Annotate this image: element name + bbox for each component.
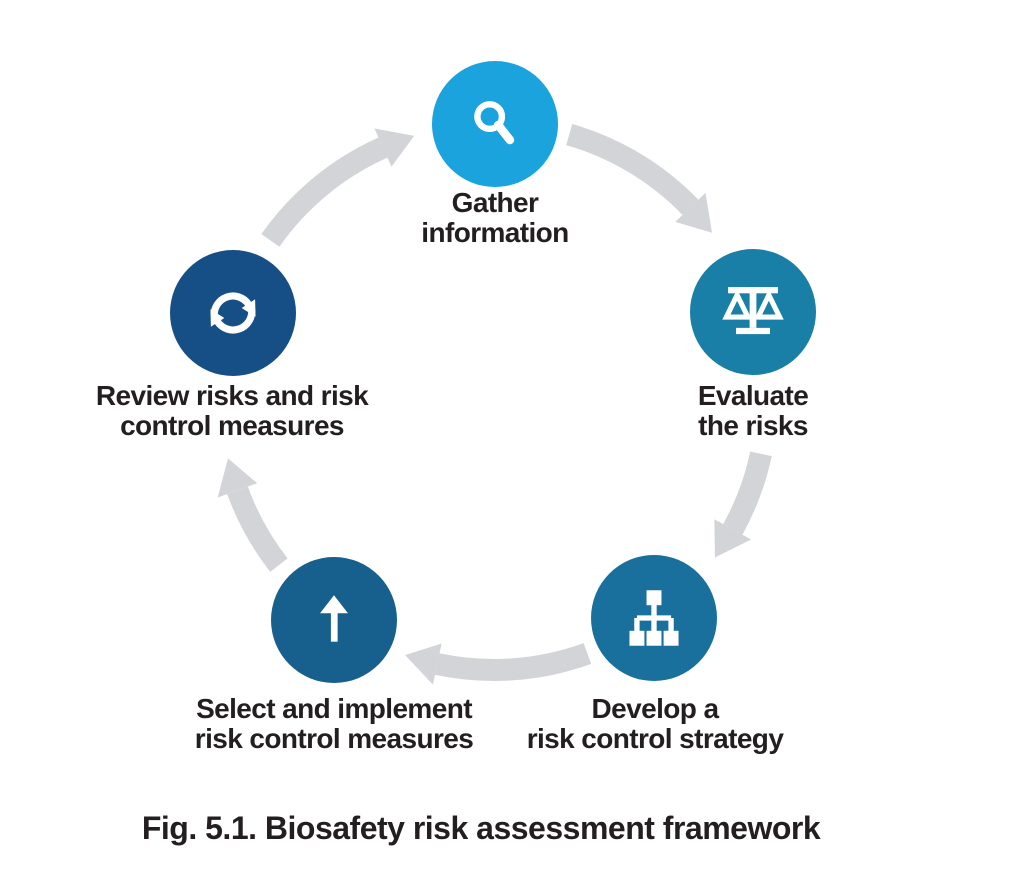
node-evaluate-the-risks	[690, 249, 816, 375]
flow-arrow-select-to-review	[217, 458, 288, 572]
label-gather-information: Gather information	[421, 187, 569, 249]
sitemap-icon	[629, 590, 679, 646]
node-develop-risk-control-strategy	[591, 555, 717, 681]
label-select-implement-measures: Select and implement risk control measur…	[194, 693, 474, 755]
flow-arrow-review-to-gather	[261, 128, 415, 247]
label-develop-risk-control-strategy: Develop a risk control strategy	[526, 693, 784, 755]
flow-arrow-develop-to-select	[405, 643, 592, 685]
figure-caption: Fig. 5.1. Biosafety risk assessment fram…	[141, 810, 821, 846]
scale-icon	[722, 287, 784, 335]
node-select-implement-measures	[271, 557, 397, 683]
node-review-risks-and-measures	[170, 250, 296, 376]
magnifier-icon	[474, 101, 515, 145]
label-evaluate-the-risks: Evaluate the risks	[697, 380, 809, 442]
refresh-icon	[210, 292, 256, 334]
label-review-risks-and-measures: Review risks and risk control measures	[95, 380, 369, 442]
flow-arrow-evaluate-to-develop	[714, 451, 772, 558]
flow-arrow-gather-to-evaluate	[566, 124, 712, 233]
arrow-up-icon	[320, 595, 348, 642]
node-gather-information	[432, 61, 558, 187]
